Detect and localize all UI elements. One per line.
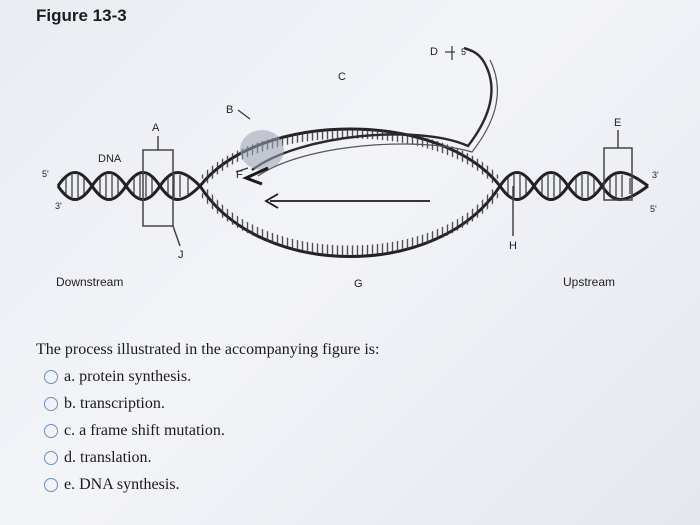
label-e: E xyxy=(614,117,621,129)
radio-button-a[interactable] xyxy=(44,369,58,384)
label-dna: DNA xyxy=(98,153,122,165)
figure-title: Figure 13-3 xyxy=(36,6,127,25)
question-prompt: The process illustrated in the accompany… xyxy=(36,341,380,358)
label-j: J xyxy=(178,249,184,261)
rna-strand xyxy=(251,46,498,177)
direction-arrow xyxy=(264,193,430,209)
radio-button-e[interactable] xyxy=(44,477,58,492)
option-b-label: b. transcription. xyxy=(64,394,165,412)
rna-5-prime-hook xyxy=(242,166,269,186)
label-b: B xyxy=(226,104,233,116)
option-e[interactable]: e. DNA synthesis. xyxy=(44,471,656,498)
label-a: A xyxy=(152,122,160,134)
label-left-3prime: 3' xyxy=(55,201,62,211)
option-e-label: e. DNA synthesis. xyxy=(64,475,180,493)
option-b[interactable]: b. transcription. xyxy=(44,390,656,417)
label-right-5prime: 5' xyxy=(650,204,657,214)
label-upstream: Upstream xyxy=(563,275,615,289)
option-d[interactable]: d. translation. xyxy=(44,444,656,471)
option-c-label: c. a frame shift mutation. xyxy=(64,421,225,439)
label-g: G xyxy=(354,278,363,290)
radio-button-c[interactable] xyxy=(44,423,58,438)
right-dna-helix xyxy=(498,171,649,201)
radio-button-b[interactable] xyxy=(44,396,58,411)
radio-button-d[interactable] xyxy=(44,450,58,465)
label-f: F xyxy=(236,169,243,181)
transcription-bubble xyxy=(198,127,502,258)
enzyme-blob xyxy=(240,130,284,170)
question-block: The process illustrated in the accompany… xyxy=(36,341,656,498)
option-d-label: d. translation. xyxy=(64,448,152,466)
label-left-5prime: 5' xyxy=(42,169,49,179)
option-a[interactable]: a. protein synthesis. xyxy=(44,363,656,390)
label-d-5prime: 5' xyxy=(461,47,468,57)
label-c: C xyxy=(338,71,346,83)
label-h: H xyxy=(509,240,517,252)
option-c[interactable]: c. a frame shift mutation. xyxy=(44,417,656,444)
label-right-3prime: 3' xyxy=(652,170,659,180)
label-downstream: Downstream xyxy=(56,275,123,289)
label-d: D xyxy=(430,46,438,58)
left-dna-helix xyxy=(56,171,202,201)
option-a-label: a. protein synthesis. xyxy=(64,367,192,385)
